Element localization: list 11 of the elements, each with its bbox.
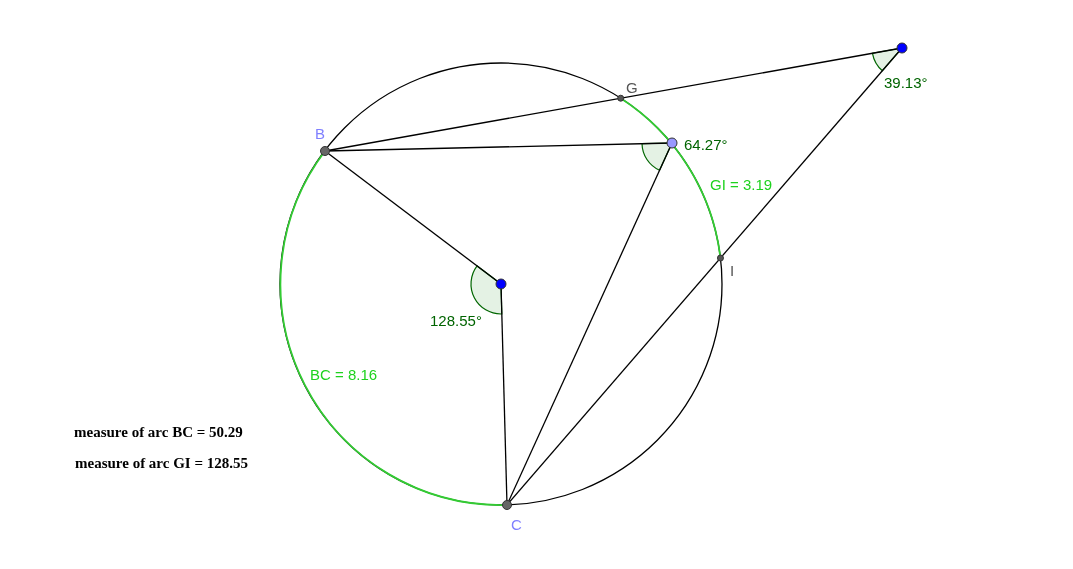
note: measure of arc GI = 128.55 <box>75 455 248 471</box>
angle-label: 128.55° <box>430 312 482 328</box>
angle-label: 64.27° <box>684 136 728 152</box>
point-label: C <box>511 516 522 532</box>
point-label: G <box>626 79 638 95</box>
point-label: I <box>730 262 735 278</box>
point-label: B <box>315 125 325 141</box>
note: measure of arc BC = 50.29 <box>74 424 243 440</box>
length-label: GI = 3.19 <box>710 176 773 192</box>
angle-label: 39.13° <box>884 74 928 90</box>
length-label: BC = 8.16 <box>310 366 378 382</box>
